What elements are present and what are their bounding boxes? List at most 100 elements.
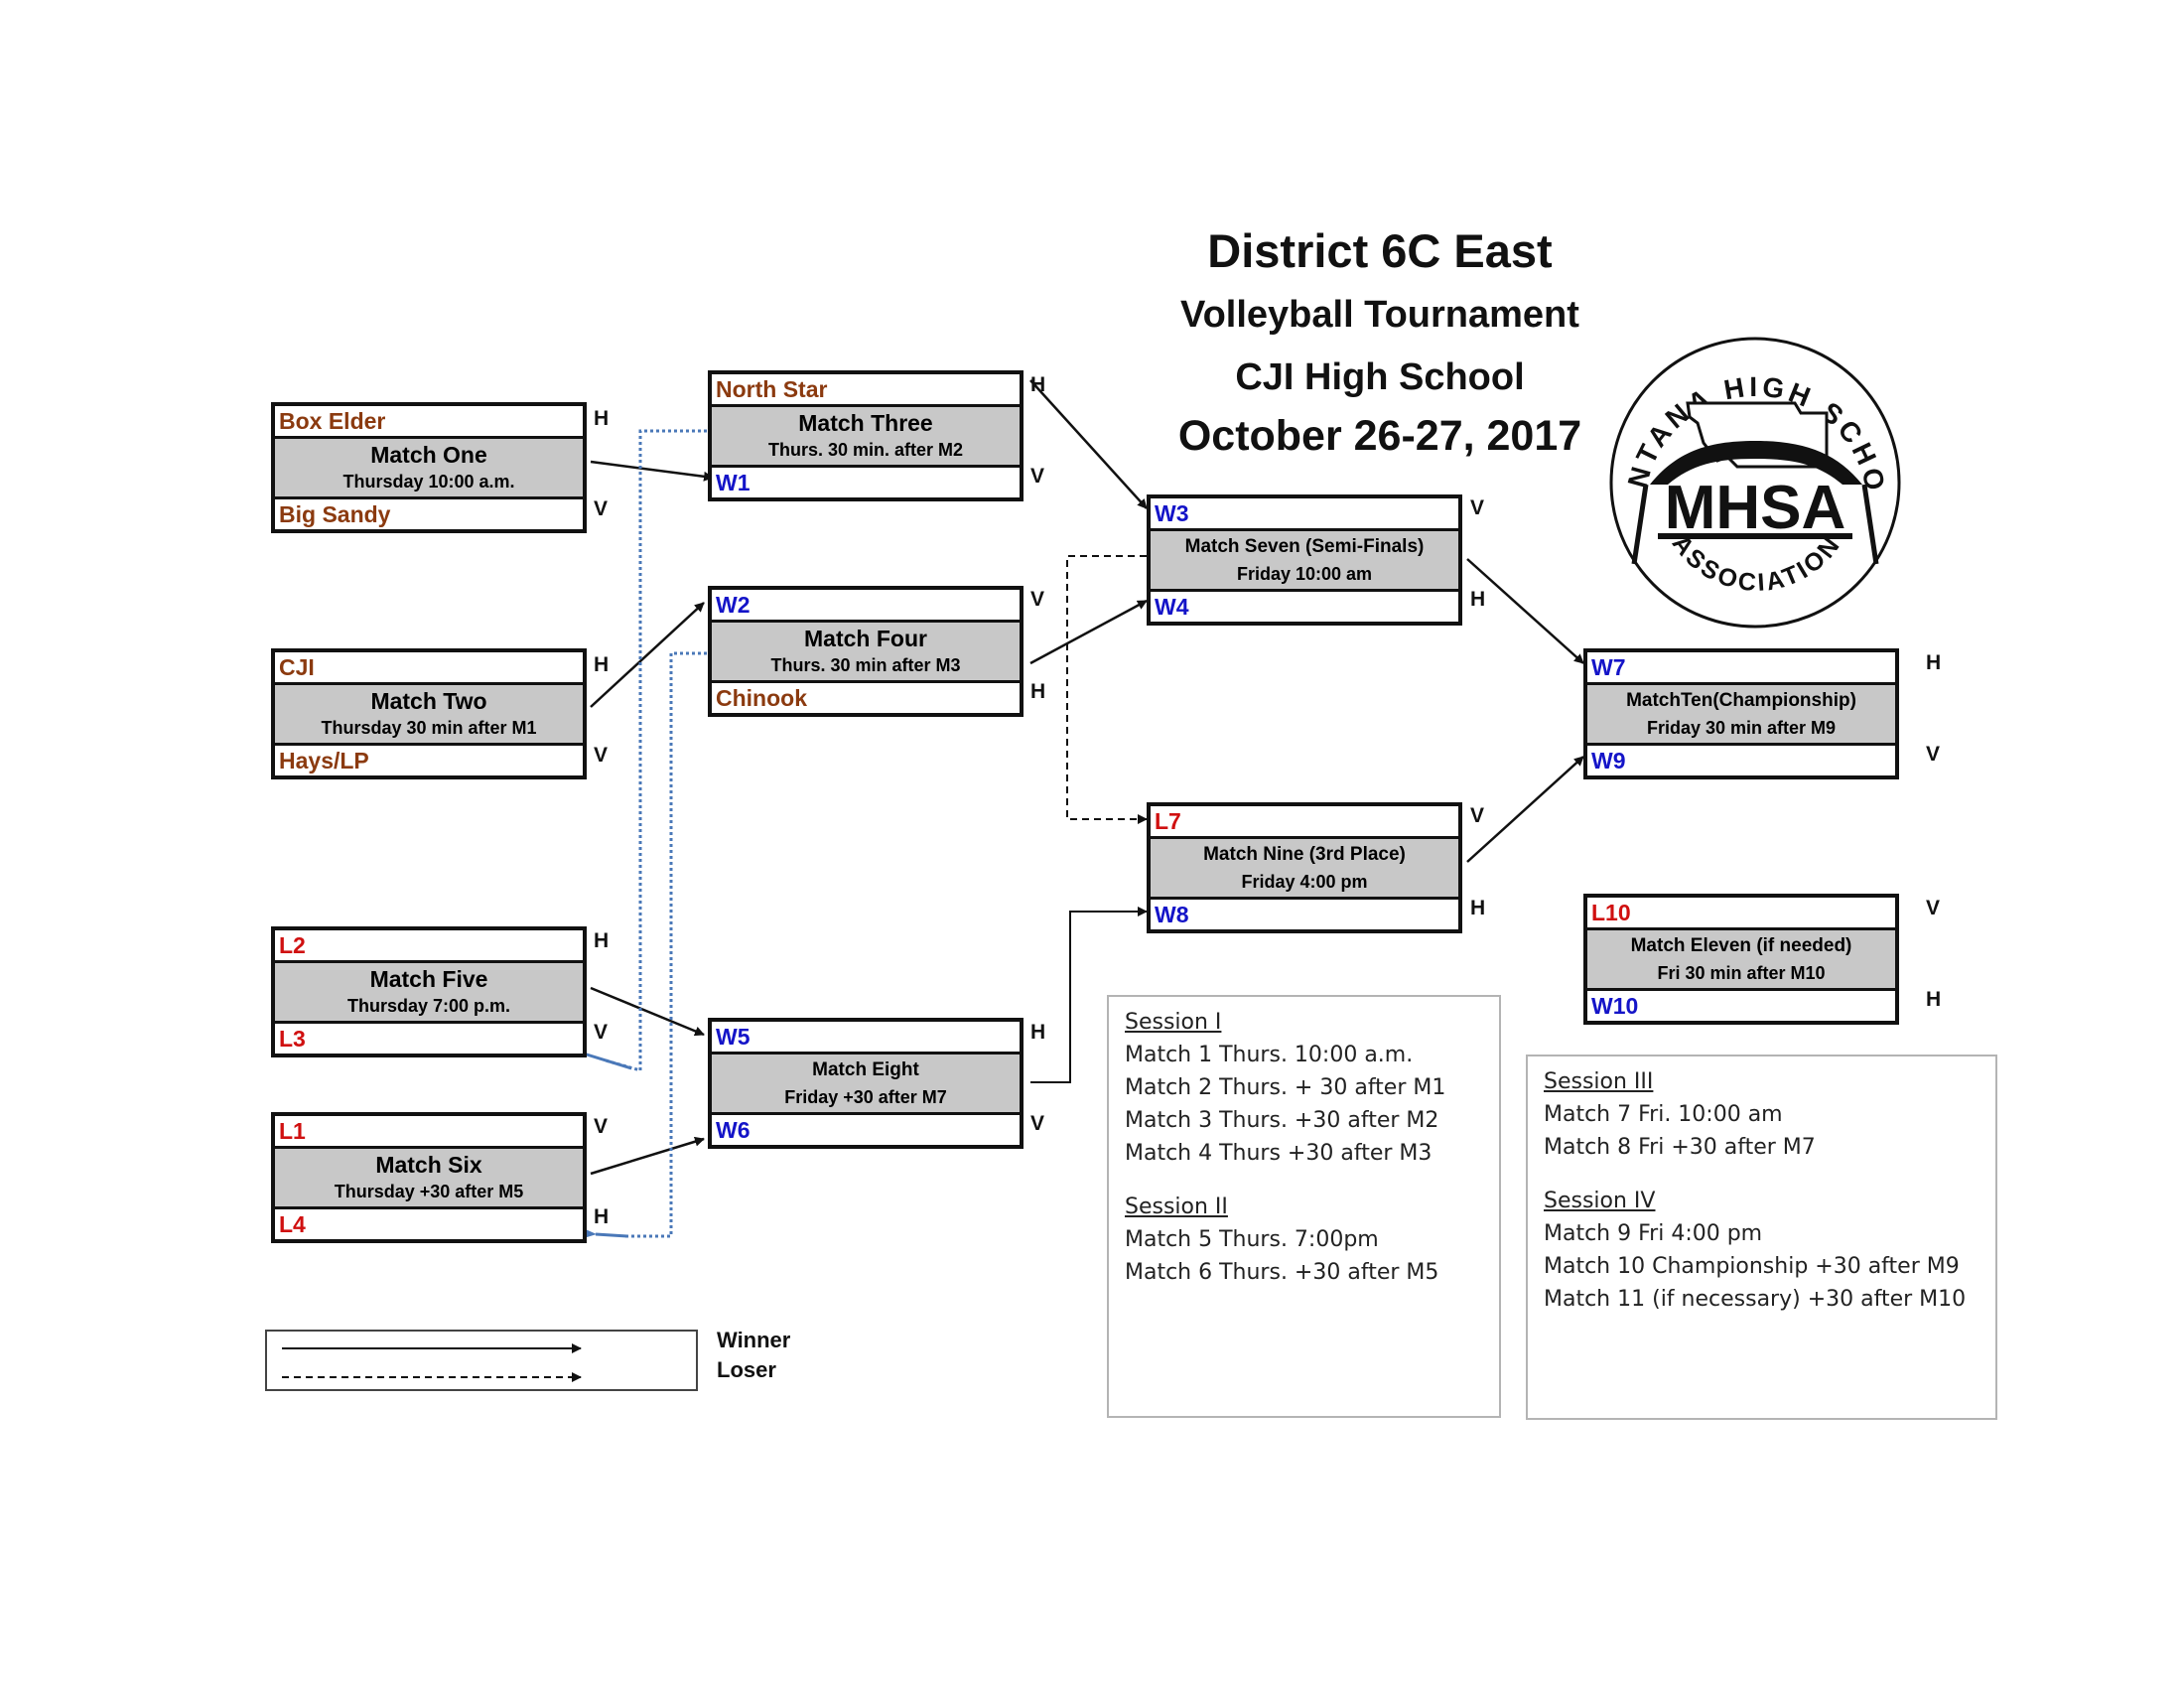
match-nine-name: Match Nine (3rd Place) [1203,844,1406,865]
match-seven-box: W3 Match Seven (Semi-Finals)Friday 10:00… [1147,494,1462,626]
session-line: Match 3 Thurs. +30 after M2 [1125,1108,1439,1133]
session-three-title: Session III [1544,1069,1654,1094]
match-four-bottom-side: H [1030,680,1046,703]
match-eight-bottom-side: V [1030,1112,1045,1135]
match-eleven-top-side: V [1926,897,1941,919]
match-six-top-side: V [594,1115,609,1138]
match-five-top-side: H [594,929,610,952]
match-two-top-side: H [594,653,610,676]
match-nine-time: Friday 4:00 pm [1241,872,1368,892]
match-two-visitor-team: Hays/LP [279,748,369,774]
logo-main-text: MHSA [1665,474,1846,542]
session-four-title: Session IV [1544,1189,1656,1213]
loser-arrow-m7-m9 [1066,555,1148,824]
page-title: District 6C East [1207,224,1553,277]
match-seven-bottom-side: H [1470,588,1486,611]
session-line: Match 7 Fri. 10:00 am [1544,1102,1783,1127]
match-ten-visitor-slot: W9 [1591,748,1626,774]
match-ten-top-side: H [1926,651,1942,674]
loser-route-m3-m5 [605,429,713,1072]
match-nine-visitor-slot: L7 [1155,808,1181,834]
match-eight-top-side: H [1030,1021,1046,1044]
winner-arrow-m7-m10 [1466,558,1584,664]
match-nine-top-side: V [1470,804,1485,827]
winner-arrow-m4-m7 [1029,599,1148,665]
page-subtitle: Volleyball Tournament [1180,294,1579,336]
session-line: Match 2 Thurs. + 30 after M1 [1125,1075,1446,1100]
match-three-visitor-slot: W1 [716,470,751,495]
match-seven-top-side: V [1470,496,1485,519]
match-five-home-slot: L2 [279,932,306,958]
match-nine-home-slot: W8 [1155,902,1189,927]
match-two-time: Thursday 30 min after M1 [321,718,537,738]
match-ten-home-slot: W7 [1591,654,1626,680]
session-line: Match 11 (if necessary) +30 after M10 [1544,1287,1967,1312]
match-one-visitor-team: Big Sandy [279,501,391,527]
match-six-home-slot: L4 [279,1211,306,1237]
legend-winner-label: Winner [717,1328,791,1352]
match-eleven-time: Fri 30 min after M10 [1657,963,1826,983]
match-seven-home-slot: W4 [1155,594,1189,620]
match-three-bottom-side: V [1030,465,1045,488]
session-line: Match 10 Championship +30 after M9 [1544,1254,1960,1279]
winner-arrow-m8-m9 [1030,907,1148,1083]
match-three-time: Thurs. 30 min. after M2 [767,440,964,460]
match-seven-visitor-slot: W3 [1155,500,1189,526]
match-one-bottom-side: V [594,497,609,520]
match-four-visitor-slot: W2 [716,592,751,618]
match-eleven-box: L10 Match Eleven (if needed) Fri 30 min a… [1583,894,1899,1025]
match-one-name: Match One [370,442,487,468]
match-four-top-side: V [1030,588,1045,611]
match-three-top-side: H [1030,373,1046,396]
match-ten-time: Friday 30 min after M9 [1646,718,1837,738]
legend-box [265,1330,698,1391]
session-one-title: Session I [1125,1010,1222,1035]
match-eight-name: Match Eight [812,1059,919,1080]
legend-loser-label: Loser [717,1357,776,1382]
match-eleven-home-slot: W10 [1591,993,1639,1019]
loser-route-m4-m6 [625,651,713,1238]
match-six-name: Match Six [375,1152,482,1178]
winner-arrow-m6-m8 [590,1136,705,1176]
session-line: Match 4 Thurs +30 after M3 [1125,1141,1433,1166]
session-line: Match 9 Fri 4:00 pm [1544,1221,1763,1246]
match-ten-name: MatchTen(Championship) [1626,690,1856,711]
match-three-home-team: North Star [716,376,828,402]
match-four-time: Thurs. 30 min after M3 [770,655,961,675]
match-one-top-side: H [594,407,610,430]
match-eleven-visitor-slot: L10 [1591,900,1631,925]
match-three-name: Match Three [798,410,933,436]
match-eight-time: Friday +30 after M7 [784,1087,947,1107]
winner-arrow-m9-m10 [1466,756,1584,863]
match-five-visitor-slot: L3 [279,1026,306,1052]
loser-arrowhead-l4 [580,1227,628,1240]
match-eight-visitor-slot: W6 [716,1117,751,1143]
sessions-one-two-box: Session I Match 1 Thurs. 10:00 a.m. Matc… [1107,995,1501,1418]
match-eleven-name: Match Eleven (if needed) [1630,935,1852,956]
match-seven-time: Friday 10:00 am [1236,564,1373,584]
match-six-time: Thursday +30 after M5 [334,1182,524,1201]
match-eight-home-slot: W5 [716,1024,751,1050]
match-ten-bottom-side: V [1926,743,1941,766]
match-ten-box: W7 MatchTen(Championship) Friday 30 min a… [1583,648,1899,779]
sessions-three-four-box: Session III Match 7 Fri. 10:00 am Match … [1526,1055,1997,1420]
match-four-home-team: Chinook [716,685,807,711]
match-five-name: Match Five [369,966,488,992]
match-one-home-team: Box Elder [279,408,386,434]
match-two-home-team: CJI [279,654,315,680]
winner-arrow-m2-m4 [590,602,705,708]
match-five-bottom-side: V [594,1021,609,1044]
dates-label: October 26-27, 2017 [1177,412,1582,460]
session-line: Match 1 Thurs. 10:00 a.m. [1125,1043,1414,1067]
match-nine-bottom-side: H [1470,897,1486,919]
match-six-visitor-slot: L1 [279,1118,306,1144]
session-line: Match 8 Fri +30 after M7 [1544,1135,1816,1160]
match-one-time: Thursday 10:00 a.m. [342,472,515,492]
